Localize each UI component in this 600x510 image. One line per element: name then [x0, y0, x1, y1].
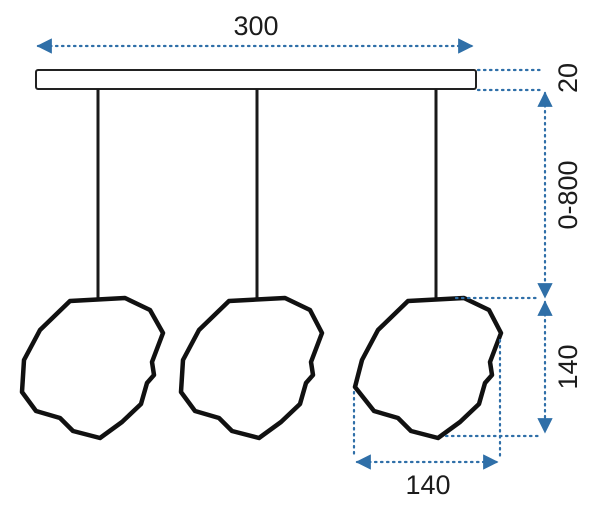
shade-left	[19, 295, 166, 441]
ceiling-canopy	[35, 69, 477, 90]
shade-height-label: 140	[553, 344, 583, 389]
canopy-width-label: 300	[233, 11, 278, 41]
canopy-height-label: 20	[553, 63, 583, 93]
shade-width-label: 140	[405, 470, 450, 500]
cord-length-label: 0-800	[553, 160, 583, 229]
shade-middle	[178, 295, 325, 441]
shade-right	[352, 295, 504, 441]
